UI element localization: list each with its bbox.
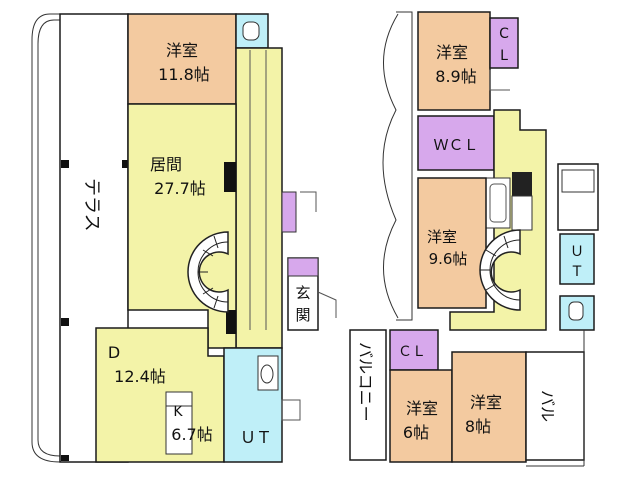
balcony-right-label: バル <box>538 390 557 422</box>
unit-bath-tub <box>561 169 595 193</box>
room-c-size: 6帖 <box>403 423 429 442</box>
terrace-pillar <box>61 318 69 326</box>
terrace-pillar <box>122 160 128 168</box>
closet-a <box>489 17 519 69</box>
spiral-stair-right <box>479 229 521 311</box>
room-b-name: 洋室 <box>427 228 457 246</box>
labels: テラス 洋室 11.8帖 居間 27.7帖 玄 関 D 12.4帖 K 6.7帖… <box>81 26 584 447</box>
entrance-step <box>287 257 319 277</box>
terrace-outline <box>31 13 61 463</box>
living-size: 27.7帖 <box>154 179 206 198</box>
door-swing <box>281 399 301 421</box>
toilet-icon <box>242 21 260 41</box>
bay-outline <box>396 11 413 321</box>
toilet-icon <box>568 301 584 321</box>
kitchen-name: K <box>173 404 183 420</box>
kitchen-size: 6.7帖 <box>171 425 212 444</box>
kitchen-counter-top <box>165 391 193 407</box>
bath-tub <box>511 195 533 231</box>
room-c-name: 洋室 <box>406 399 438 418</box>
balcony-left <box>349 329 387 461</box>
closet-a-label-2: L <box>500 48 508 64</box>
bay-curve <box>382 13 399 319</box>
shoe-closet <box>281 191 297 233</box>
utility-right-label-1: Ｕ <box>570 244 584 260</box>
pillar <box>61 455 69 461</box>
spiral-stair-left <box>187 231 229 313</box>
right-floor <box>349 11 599 467</box>
room-d-name: 洋室 <box>470 393 502 412</box>
balcony-right <box>525 351 585 461</box>
terrace-label: テラス <box>81 178 102 232</box>
toilet-icon <box>260 364 274 384</box>
bath-dark <box>512 172 532 196</box>
room-b-size: 9.6帖 <box>429 250 468 268</box>
room-western-11-8 <box>127 13 237 105</box>
terrace-pillar <box>61 160 69 168</box>
room-western-11-8-name: 洋室 <box>166 41 198 60</box>
room-western-11-8-size: 11.8帖 <box>158 65 210 84</box>
door-swing <box>489 70 510 91</box>
utility-right-label-2: Ｔ <box>570 264 584 280</box>
left-floor <box>31 13 337 463</box>
room-western-8-9 <box>417 11 491 111</box>
entrance-label-2: 関 <box>295 306 310 324</box>
room-a-size: 8.9帖 <box>435 67 476 86</box>
utility-left-label: ＵＴ <box>240 428 272 447</box>
closet-b <box>389 329 439 371</box>
closet-b-label: ＣＬ <box>398 344 426 360</box>
wic-label: ＷＣＬ <box>433 136 478 154</box>
corridor-left <box>235 47 283 349</box>
bath-inner <box>489 183 507 223</box>
door-swing <box>300 191 317 212</box>
pillar <box>226 310 236 334</box>
room-a-name: 洋室 <box>436 43 468 62</box>
entrance-label-1: 玄 <box>295 284 310 302</box>
room-western-6 <box>389 369 453 463</box>
dining-size: 12.4帖 <box>114 367 166 386</box>
living-name: 居間 <box>150 155 182 174</box>
terrace-inner-outline <box>37 19 61 457</box>
balcony-left-label: バルコニー <box>356 342 375 422</box>
closet-a-label-1: C <box>499 26 509 42</box>
utility-right <box>559 233 595 285</box>
dining-name: D <box>108 343 120 362</box>
room-western-9-6 <box>417 177 487 309</box>
pillar <box>224 162 236 192</box>
wic <box>417 115 495 171</box>
door-swing <box>317 291 337 318</box>
room-d-size: 8帖 <box>465 417 491 436</box>
